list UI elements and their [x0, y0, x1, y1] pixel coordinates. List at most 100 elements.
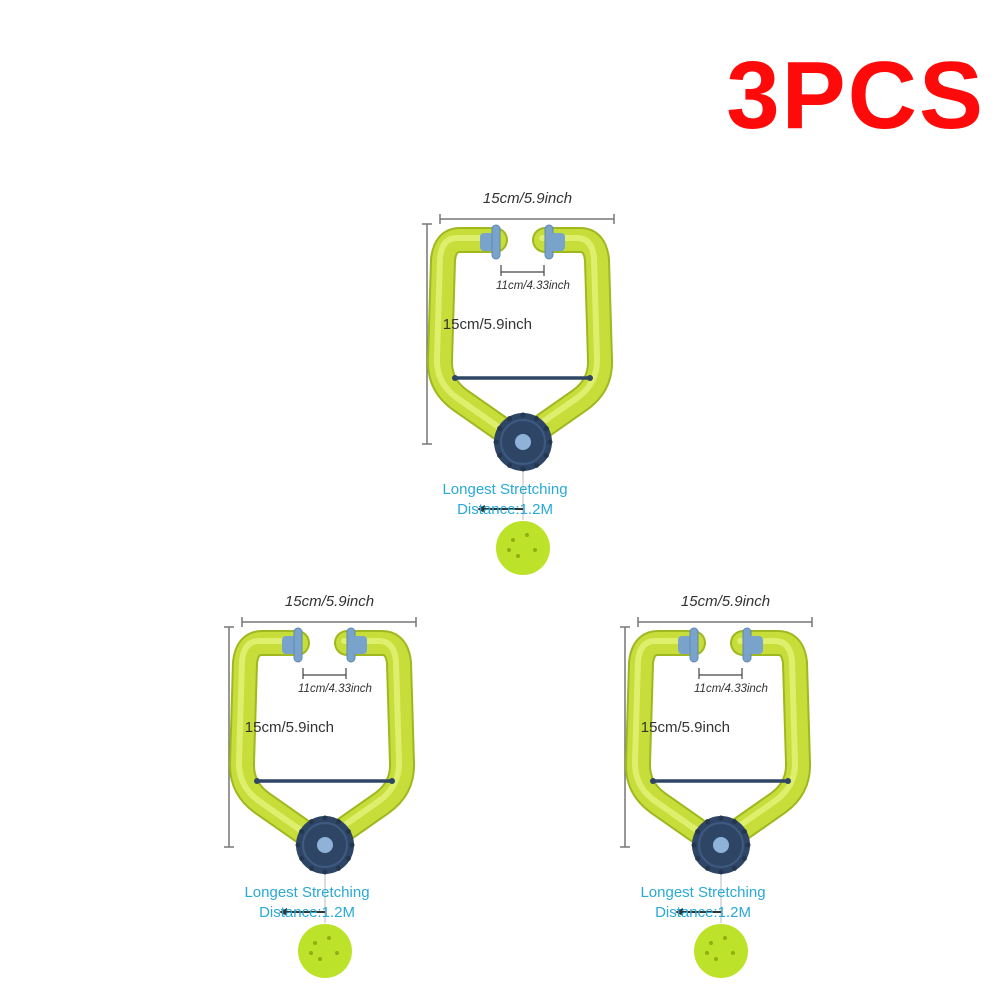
trainer-illustration [224, 617, 417, 978]
hub-grip-notch [497, 426, 503, 431]
grip-pad-left [293, 627, 303, 663]
gap-dimension-label: 11cm/4.33inch [694, 683, 768, 695]
hub-grip-notch [345, 856, 351, 861]
width-dimension-label: 15cm/5.9inch [680, 593, 771, 610]
gap-dimension-label: 11cm/4.33inch [298, 683, 372, 695]
gap-dimension-label: 11cm/4.33inch [496, 280, 570, 292]
ball-hole [516, 554, 520, 558]
arrow-head-icon [477, 505, 485, 513]
grip-pad-left-base [480, 233, 494, 251]
hub-grip-notch [336, 819, 341, 825]
stretch-line-1: Longest Stretching [442, 481, 568, 498]
stretch-distance-note: Longest Stretching Distance:1.2M [613, 883, 793, 923]
width-dimension-label: 15cm/5.9inch [482, 190, 573, 207]
crossbar-end [254, 778, 260, 784]
hub-center [713, 837, 729, 853]
training-ball [298, 924, 352, 978]
hub-grip-notch [691, 842, 697, 848]
hub-grip-notch [345, 829, 351, 834]
grip-pad-right-base [551, 233, 565, 251]
hub-grip-notch [349, 842, 355, 848]
yellow-frame [626, 632, 810, 856]
ball-hole [723, 936, 727, 940]
arrow-head-icon [675, 908, 683, 916]
stretch-line-2: Distance:1.2M [655, 904, 751, 921]
hub-center [515, 434, 531, 450]
ball-hole [309, 951, 313, 955]
height-dimension-label: 15cm/5.9inch [640, 719, 730, 736]
crossbar-end [452, 375, 458, 381]
width-dimension-label: 15cm/5.9inch [284, 593, 375, 610]
hub-grip-notch [295, 842, 301, 848]
ball-hole [313, 941, 317, 945]
ball-hole [714, 957, 718, 961]
hub-ring [302, 822, 348, 868]
hub-grip-notch [695, 829, 701, 834]
hub-grip-notch [732, 819, 737, 825]
hub-grip-notch [299, 829, 305, 834]
hub-ring [698, 822, 744, 868]
hub-grip-notch [705, 819, 710, 825]
ball-hole [327, 936, 331, 940]
crossbar-end [389, 778, 395, 784]
hub-grip-notch [497, 453, 503, 458]
height-dimension-label: 15cm/5.9inch [244, 719, 334, 736]
hub-grip-notch [745, 842, 751, 848]
trainer-illustration [422, 214, 615, 575]
yellow-frame [428, 229, 612, 453]
hub-grip-notch [705, 865, 710, 871]
product-unit-top: 15cm/5.9inch 15cm/5.9inch 11cm/4.33inch … [422, 190, 725, 590]
hub-grip-notch [493, 439, 499, 445]
stretch-distance-note: Longest Stretching Distance:1.2M [415, 480, 595, 520]
hub-grip-notch [299, 856, 305, 861]
ball-hole [335, 951, 339, 955]
product-unit-left: 15cm/5.9inch 15cm/5.9inch 11cm/4.33inch … [224, 593, 527, 993]
ball-hole [533, 548, 537, 552]
hub-grip-notch [507, 462, 512, 468]
grip-pad-right-base [353, 636, 367, 654]
stretch-line-1: Longest Stretching [640, 884, 766, 901]
product-unit-right: 15cm/5.9inch 15cm/5.9inch 11cm/4.33inch … [620, 593, 923, 993]
hub-grip-notch [336, 865, 341, 871]
hub-grip-notch [718, 869, 724, 875]
hub-grip-notch [322, 815, 328, 821]
hub-grip-notch [309, 819, 314, 825]
height-dimension-label: 15cm/5.9inch [442, 316, 532, 333]
arrow-head-icon [279, 908, 287, 916]
hub-grip-notch [520, 412, 526, 418]
stretch-line-2: Distance:1.2M [457, 501, 553, 518]
ball-hole [525, 533, 529, 537]
hub-center [317, 837, 333, 853]
crossbar-end [587, 375, 593, 381]
ball-hole [318, 957, 322, 961]
stretch-line-2: Distance:1.2M [259, 904, 355, 921]
hub-grip-notch [534, 416, 539, 422]
hub-grip-notch [741, 829, 747, 834]
crossbar-end [785, 778, 791, 784]
hub-grip-notch [543, 426, 549, 431]
crossbar-end [650, 778, 656, 784]
ball-hole [705, 951, 709, 955]
grip-pad-right-base [749, 636, 763, 654]
hub-grip-notch [507, 416, 512, 422]
grip-pad-left [491, 224, 501, 260]
training-ball [694, 924, 748, 978]
ball-hole [731, 951, 735, 955]
stretch-distance-note: Longest Stretching Distance:1.2M [217, 883, 397, 923]
hub-grip-notch [543, 453, 549, 458]
ball-hole [507, 548, 511, 552]
hub-grip-notch [695, 856, 701, 861]
hub-grip-notch [547, 439, 553, 445]
training-ball [496, 521, 550, 575]
grip-pad-left-base [678, 636, 692, 654]
yellow-frame [230, 632, 414, 856]
trainer-illustration [620, 617, 813, 978]
grip-pad-left [689, 627, 699, 663]
hub-grip-notch [309, 865, 314, 871]
hub-ring [500, 419, 546, 465]
stretch-line-1: Longest Stretching [244, 884, 370, 901]
hub-grip-notch [718, 815, 724, 821]
hub-grip-notch [732, 865, 737, 871]
hub-grip-notch [322, 869, 328, 875]
ball-hole [511, 538, 515, 542]
